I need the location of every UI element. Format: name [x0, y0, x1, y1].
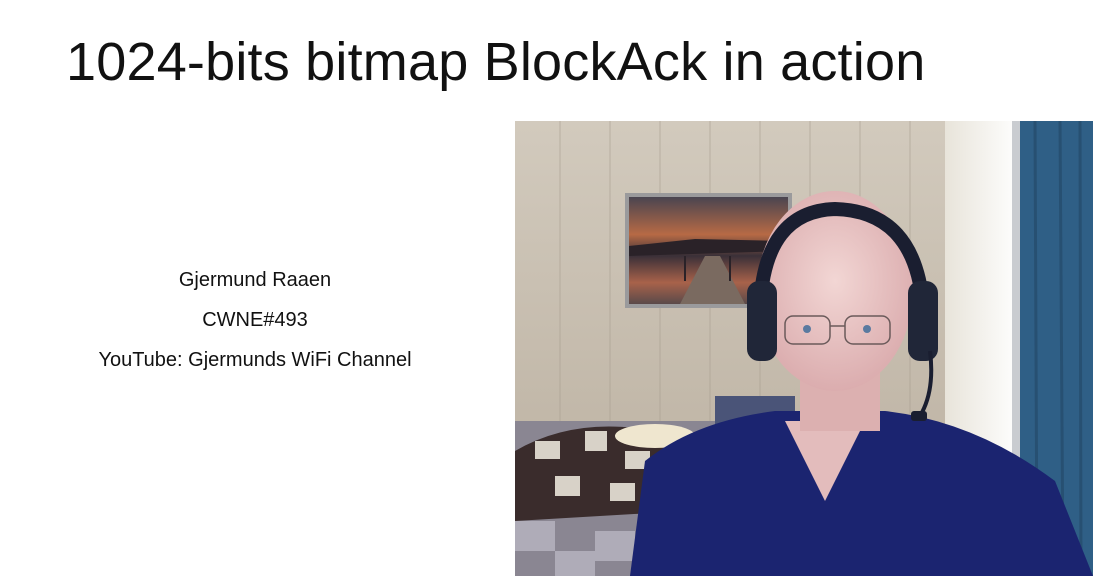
presenter-info: Gjermund Raaen CWNE#493 YouTube: Gjermun… [70, 262, 440, 382]
webcam-image [515, 121, 1093, 576]
presenter-name: Gjermund Raaen [178, 269, 332, 291]
slide-title: 1024-bits bitmap BlockAck in action [66, 32, 926, 92]
presenter-channel: YouTube: Gjermunds WiFi Channel [98, 349, 412, 371]
presenter-video [515, 121, 1093, 576]
presenter-certification: CWNE#493 [202, 309, 308, 331]
